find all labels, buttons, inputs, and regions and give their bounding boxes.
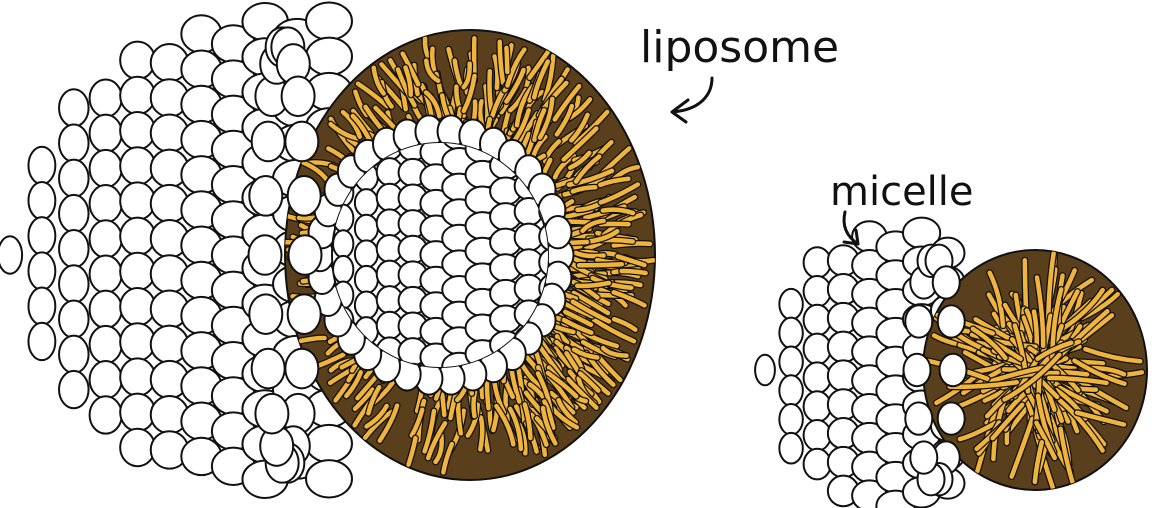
liposome-label: liposome <box>640 22 839 73</box>
liposome <box>0 2 655 498</box>
liposome-bilayer-cross-section <box>249 27 656 482</box>
micelle-label: micelle <box>830 169 974 215</box>
curved-arrow-icon <box>672 78 712 122</box>
micelle-cross-section <box>904 245 1148 496</box>
micelle <box>755 218 1147 508</box>
